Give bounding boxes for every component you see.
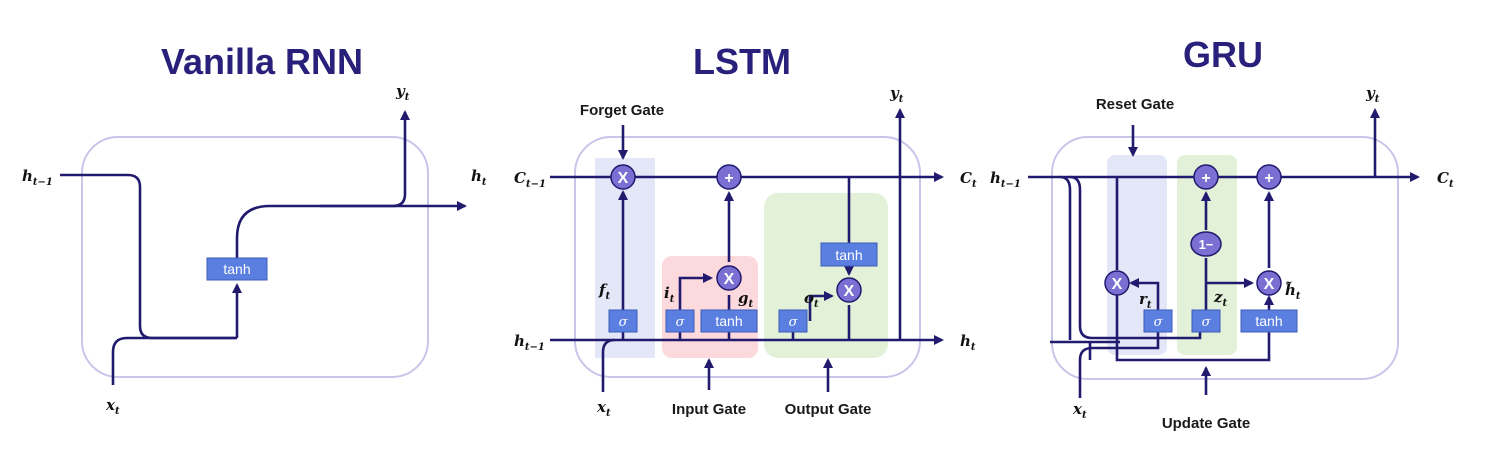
input-gate-label: Input Gate xyxy=(672,401,746,418)
lstm-input-mul-label: X xyxy=(724,271,735,288)
lstm-forget-mul-label: X xyxy=(618,170,629,187)
gru-update-mul-op xyxy=(1256,270,1282,296)
gru-cell-border xyxy=(1051,136,1399,380)
gru-reset-sigma-label: σ xyxy=(1154,315,1164,330)
forget-gate-label: Forget Gate xyxy=(580,102,664,119)
lstm-x-path xyxy=(601,338,616,392)
update-gate-label: Update Gate xyxy=(1162,415,1250,432)
lstm-input-tanh-box xyxy=(700,309,758,333)
lstm-output-tanh-box xyxy=(820,242,878,267)
lstm-title: LSTM xyxy=(693,41,791,82)
lstm-add-op xyxy=(716,164,742,190)
lstm-x-label: xt xyxy=(596,398,611,419)
rnn-tanh-label: tanh xyxy=(223,261,250,277)
rnn-y-path xyxy=(320,110,410,208)
lstm-add-label: + xyxy=(724,170,733,187)
gru-right-add-op xyxy=(1256,164,1282,190)
rnn-h-prev-path xyxy=(60,173,237,340)
rnn-h-out-label: ht xyxy=(471,167,487,188)
rnn-h-out-path xyxy=(235,201,467,258)
lstm-forget-sigma-label: σ xyxy=(619,315,629,330)
lstm-i-label: it xyxy=(664,284,675,305)
lstm-c-out-label: Ct xyxy=(960,169,977,190)
lstm-output-sigma-label: σ xyxy=(789,315,799,330)
lstm-g-label: gt xyxy=(738,289,754,310)
gru-h-branch-a xyxy=(1059,175,1072,340)
lstm-forget-sigma-box xyxy=(608,309,638,333)
gru-r-label: rt xyxy=(1139,290,1152,311)
gru-h-branch-b xyxy=(1069,175,1202,340)
gru-reset-to-tanh xyxy=(1115,294,1271,362)
lstm-i-arrow xyxy=(678,273,713,310)
gru-right-add-label: + xyxy=(1264,170,1273,187)
lstm-h-out-label: ht xyxy=(960,332,976,353)
gru-r-arrow xyxy=(1129,278,1160,310)
gru-left-add-op xyxy=(1193,164,1219,190)
lstm-panel: LSTM X + X xyxy=(514,41,977,419)
lstm-output-mul-label: X xyxy=(844,283,855,300)
lstm-y-label: yt xyxy=(889,84,904,105)
gru-tanh-box xyxy=(1240,309,1298,333)
gru-update-mul-label: X xyxy=(1264,276,1275,293)
lstm-forget-mul-op xyxy=(610,164,636,190)
output-gate-label: Output Gate xyxy=(785,401,872,418)
rnn-title: Vanilla RNN xyxy=(161,41,363,82)
gru-panel: GRU + + X X 1− xyxy=(990,34,1454,432)
gru-reset-sigma-box xyxy=(1143,309,1173,333)
rnn-h-prev-label: ht−1 xyxy=(22,167,53,188)
rnn-cell-border xyxy=(81,136,429,378)
lstm-input-tanh-label: tanh xyxy=(715,313,742,329)
rnn-tanh-box xyxy=(206,257,268,281)
gru-h-tilde-label: h̃t xyxy=(1285,281,1301,302)
gru-one-minus-op xyxy=(1190,231,1222,257)
gru-reset-mul-label: X xyxy=(1112,276,1123,293)
rnn-x-label: xt xyxy=(105,396,120,417)
gru-x-label: xt xyxy=(1072,400,1087,421)
gru-one-minus-label: 1− xyxy=(1199,237,1214,252)
lstm-o-arrow xyxy=(808,291,834,321)
lstm-output-tanh-label: tanh xyxy=(835,247,862,263)
rnn-y-label: yt xyxy=(395,82,410,103)
vanilla-rnn-panel: Vanilla RNN tanh ht−1 ht yt xt xyxy=(22,41,487,417)
gru-reset-mul-op xyxy=(1104,270,1130,296)
gru-z-label: zt xyxy=(1213,288,1228,309)
gru-h-prev-label: ht−1 xyxy=(990,169,1021,190)
gru-left-add-label: + xyxy=(1201,170,1210,187)
rnn-x-path xyxy=(111,336,237,385)
gru-x-path xyxy=(1078,332,1160,398)
lstm-c-prev-label: Ct−1 xyxy=(514,169,546,190)
reset-gate-region xyxy=(1107,155,1167,355)
reset-gate-label: Reset Gate xyxy=(1096,96,1174,113)
lstm-cell-border xyxy=(574,136,921,378)
output-gate-region xyxy=(764,193,888,358)
input-gate-region xyxy=(662,256,758,358)
gru-y-label: yt xyxy=(1365,84,1380,105)
gru-c-out-label: Ct xyxy=(1437,169,1454,190)
lstm-h-prev-label: ht−1 xyxy=(514,332,545,353)
lstm-input-mul-op xyxy=(716,265,742,291)
lstm-o-label: ot xyxy=(804,289,819,310)
lstm-input-sigma-box xyxy=(665,309,695,333)
gru-tanh-label: tanh xyxy=(1255,313,1282,329)
gru-title: GRU xyxy=(1183,34,1263,75)
gru-update-sigma-box xyxy=(1191,309,1221,333)
lstm-output-sigma-box xyxy=(778,309,808,333)
lstm-output-mul-op xyxy=(836,277,862,303)
lstm-f-label: ft xyxy=(598,281,610,302)
lstm-input-sigma-label: σ xyxy=(676,315,686,330)
gru-update-sigma-label: σ xyxy=(1202,315,1212,330)
